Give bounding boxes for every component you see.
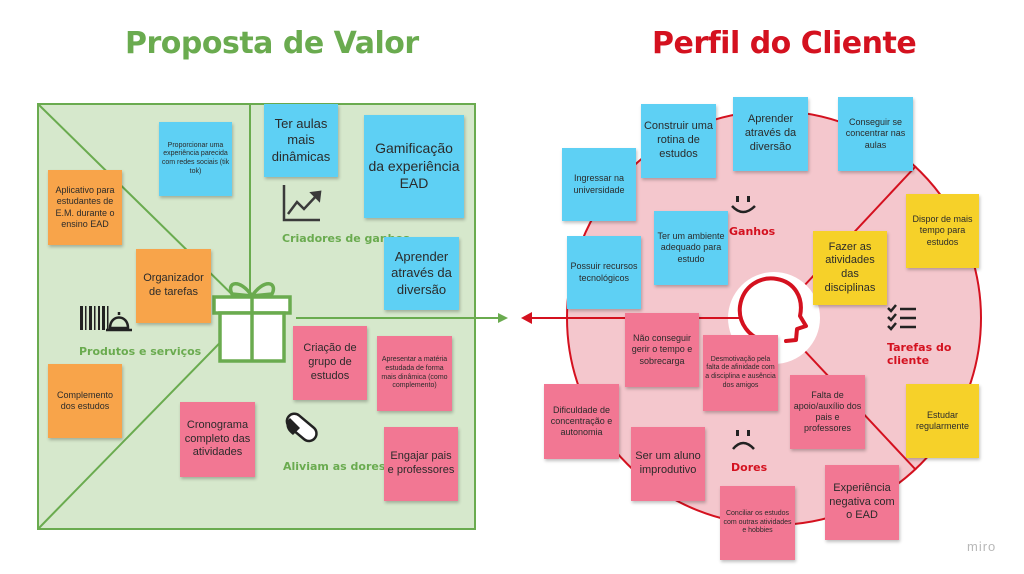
sticky-note[interactable]: Aplicativo para estudantes de E.M. duran… bbox=[48, 170, 122, 245]
sticky-note[interactable]: Conseguir se concentrar nas aulas bbox=[838, 97, 913, 171]
checklist-icon bbox=[887, 304, 916, 331]
sticky-note[interactable]: Construir uma rotina de estudos bbox=[641, 104, 716, 178]
sticky-note[interactable]: Possuir recursos tecnológicos bbox=[567, 236, 641, 309]
sticky-note[interactable]: Ter aulas mais dinâmicas bbox=[264, 104, 338, 177]
sticky-note[interactable]: Apresentar a matéria estudada de forma m… bbox=[377, 336, 452, 411]
sticky-note[interactable]: Criação de grupo de estudos bbox=[293, 326, 367, 400]
miro-watermark: miro bbox=[967, 539, 997, 554]
smile-icon bbox=[731, 196, 756, 214]
sticky-note[interactable]: Conciliar os estudos com outras atividad… bbox=[720, 486, 795, 560]
service-bell-icon bbox=[106, 312, 132, 332]
sticky-note[interactable]: Aprender através da diversão bbox=[733, 97, 808, 171]
sticky-note[interactable]: Engajar pais e professores bbox=[384, 427, 458, 501]
pill-icon bbox=[285, 412, 318, 443]
label-criadores-de-ganhos: Criadores de ganhos bbox=[282, 232, 410, 245]
sticky-note[interactable]: Gamificação da experiência EAD bbox=[364, 115, 464, 218]
sticky-note[interactable]: Ter um ambiente adequado para estudo bbox=[654, 211, 728, 285]
sticky-note[interactable]: Não conseguir gerir o tempo e sobrecarga bbox=[625, 313, 699, 387]
barcode-icon bbox=[80, 306, 109, 330]
sticky-note[interactable]: Falta de apoio/auxílio dos pais e profes… bbox=[790, 375, 865, 449]
label-ganhos: Ganhos bbox=[729, 225, 776, 238]
gift-icon bbox=[212, 282, 292, 363]
arrow-green bbox=[296, 313, 508, 323]
sticky-note[interactable]: Desmotivação pela falta de afinidade com… bbox=[703, 335, 778, 411]
label-dores: Dores bbox=[731, 461, 768, 474]
sticky-note[interactable]: Fazer as atividades das disciplinas bbox=[813, 231, 887, 305]
label-tarefas-do-cliente: Tarefas do cliente bbox=[887, 341, 952, 368]
sticky-note[interactable]: Cronograma completo das atividades bbox=[180, 402, 255, 477]
label-produtos-e-servicos: Produtos e serviços bbox=[79, 345, 202, 358]
head-profile-icon bbox=[737, 276, 808, 344]
customer-profile-title: Perfil do Cliente bbox=[652, 26, 917, 61]
label-aliviam-as-dores: Aliviam as dores bbox=[283, 460, 386, 473]
sticky-note[interactable]: Complemento dos estudos bbox=[48, 364, 122, 438]
sticky-note[interactable]: Dispor de mais tempo para estudos bbox=[906, 194, 979, 268]
sticky-note[interactable]: Experiência negativa com o EAD bbox=[825, 465, 899, 540]
sad-face-icon bbox=[732, 430, 755, 450]
sticky-note[interactable]: Aprender através da diversão bbox=[384, 237, 459, 310]
sticky-note[interactable]: Organizador de tarefas bbox=[136, 249, 211, 323]
trend-chart-icon bbox=[282, 185, 322, 222]
sticky-note[interactable]: Ser um aluno improdutivo bbox=[631, 427, 705, 501]
sticky-note[interactable]: Proporcionar uma experiência parecida co… bbox=[159, 122, 232, 196]
sticky-note[interactable]: Ingressar na universidade bbox=[562, 148, 636, 221]
sticky-note[interactable]: Dificuldade de concentração e autonomia bbox=[544, 384, 619, 459]
sticky-note[interactable]: Estudar regularmente bbox=[906, 384, 979, 458]
value-proposition-title: Proposta de Valor bbox=[125, 26, 419, 61]
